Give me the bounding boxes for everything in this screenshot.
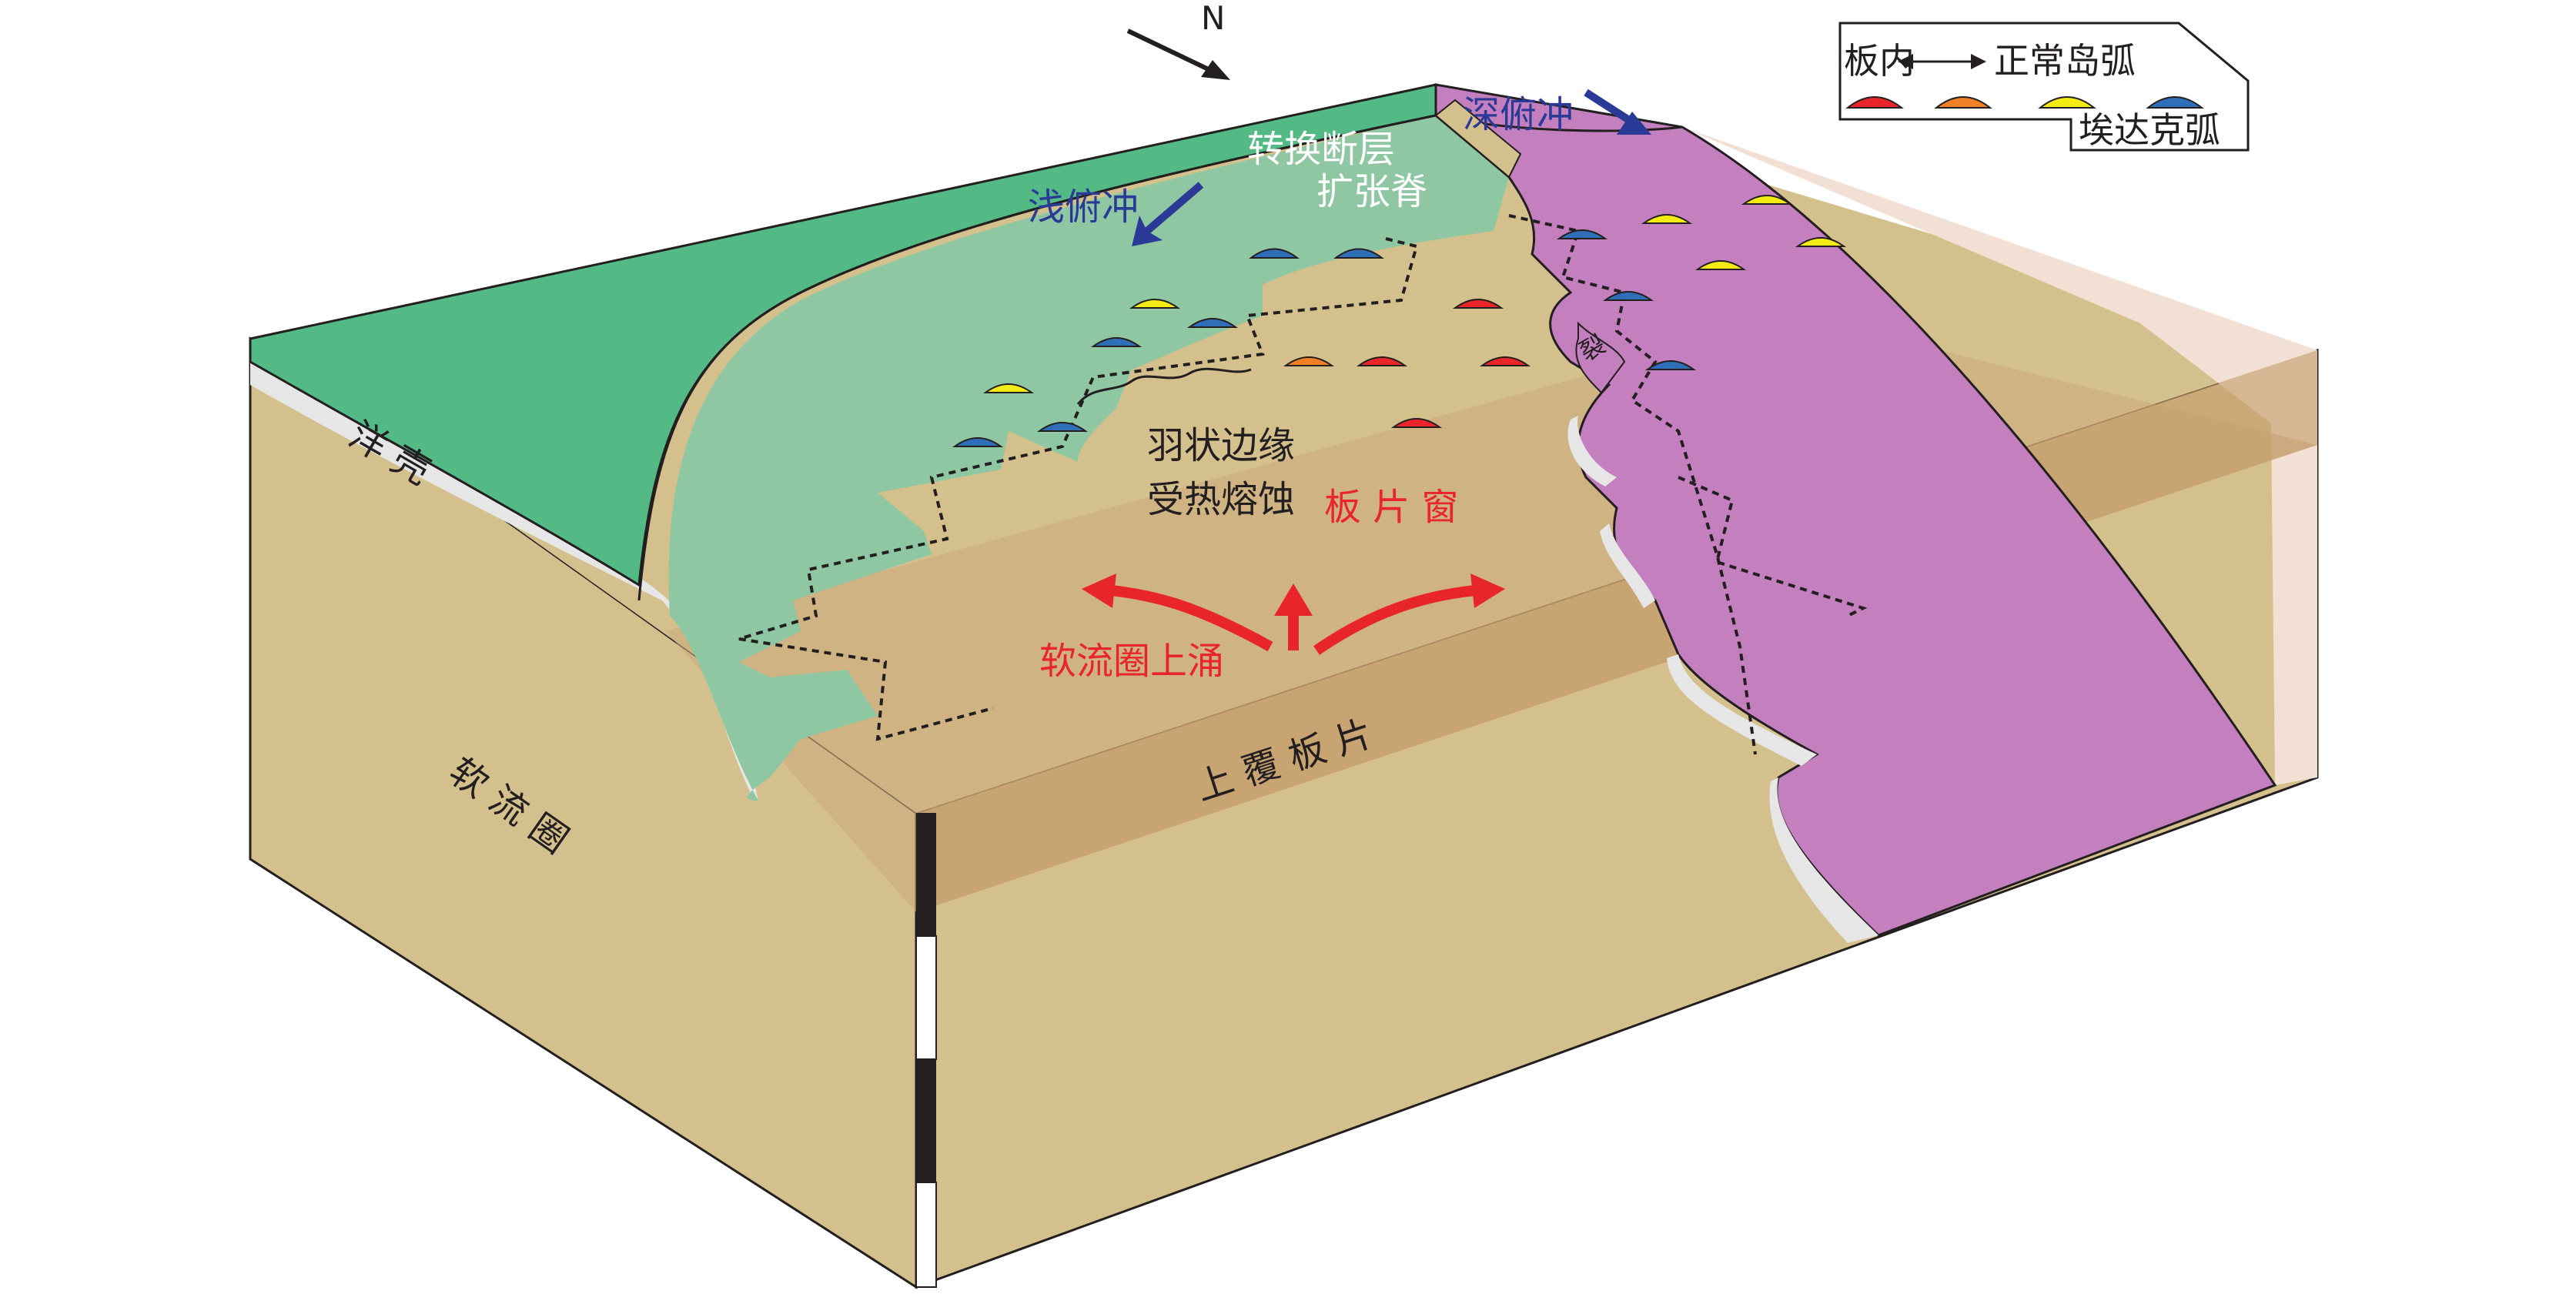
trench-line-west	[637, 114, 1437, 601]
volcano-marker	[1036, 422, 1089, 432]
slab-outline-dashed	[738, 214, 1868, 755]
volcano-marker	[1186, 318, 1239, 328]
legend-label-normal-arc: 正常岛弧	[1994, 40, 2136, 82]
label-asthenosphere-upwelling: 软流圈上涌	[1039, 640, 1224, 683]
upwelling-arrows	[1082, 573, 1505, 655]
dashed-purple-steps	[1678, 476, 1868, 617]
volcano-marker	[1129, 299, 1181, 309]
volcano-marker	[1390, 418, 1443, 428]
north-arrow	[1126, 28, 1230, 80]
volcano-marker	[1741, 195, 1793, 205]
volcano-markers	[952, 195, 1847, 447]
purple-crust-edge-3	[1600, 523, 1655, 608]
volcano-marker	[1644, 360, 1697, 370]
legend-swatch-red	[1845, 96, 1904, 109]
legend-swatch-yellow	[2038, 96, 2096, 109]
label-plume-margin-1: 羽状边缘	[1147, 424, 1295, 467]
green-oceanic-plate	[249, 83, 1509, 801]
volcano-marker	[1283, 356, 1335, 366]
volcano-marker	[1556, 229, 1608, 239]
volcano-marker	[1641, 214, 1693, 224]
legend-label-intraplate: 板内	[1844, 40, 1915, 82]
dashed-green-outline	[1508, 214, 1757, 755]
oceanic-crust-edge	[250, 339, 758, 801]
purple-crust-edge-4	[1567, 416, 1617, 487]
transform-fault-notch	[1434, 99, 1522, 179]
shallow-subduction-arrow	[1132, 191, 1193, 246]
legend-box	[1838, 22, 2250, 152]
label-transform-fault: 转换断层	[1247, 128, 1395, 171]
volcano-marker	[1333, 248, 1384, 259]
volcano-marker	[1356, 356, 1408, 366]
label-shallow-subduction: 浅俯冲	[1028, 186, 1139, 229]
volcano-marker	[1694, 260, 1747, 270]
volcano-marker	[1090, 337, 1142, 347]
volcano-marker	[1602, 291, 1654, 301]
volcano-marker	[1795, 237, 1847, 247]
legend-label-adakite-arc: 埃达克弧	[2079, 109, 2220, 151]
legend-swatch-blue	[2146, 96, 2204, 109]
volcano-marker	[1249, 248, 1300, 259]
purple-crust-edge-2	[1667, 654, 1817, 766]
purple-crust-edge-1	[1769, 777, 1878, 943]
volcano-marker	[952, 437, 1004, 447]
crack-marker	[1575, 321, 1626, 394]
legend-swatch-orange	[1934, 96, 1992, 109]
label-deep-subduction: 深俯冲	[1463, 93, 1574, 136]
plume-margin-squiggle	[1076, 367, 1252, 405]
dashed-green-steps	[738, 237, 1419, 741]
label-spreading-ridge: 扩张脊	[1316, 170, 1427, 213]
vertical-scale-bar	[915, 813, 937, 1288]
volcano-marker	[982, 383, 1035, 393]
label-plume-margin-2: 受热熔蚀	[1147, 478, 1295, 521]
subducting-slab-green	[668, 115, 1509, 801]
north-label: N	[1201, 0, 1225, 37]
distant-plate-peach	[1682, 127, 2317, 785]
volcano-marker	[1479, 356, 1531, 366]
volcano-marker	[1452, 299, 1504, 309]
label-slab-window: 板 片 窗	[1324, 486, 1459, 529]
subduction-arrows	[1132, 89, 1651, 246]
